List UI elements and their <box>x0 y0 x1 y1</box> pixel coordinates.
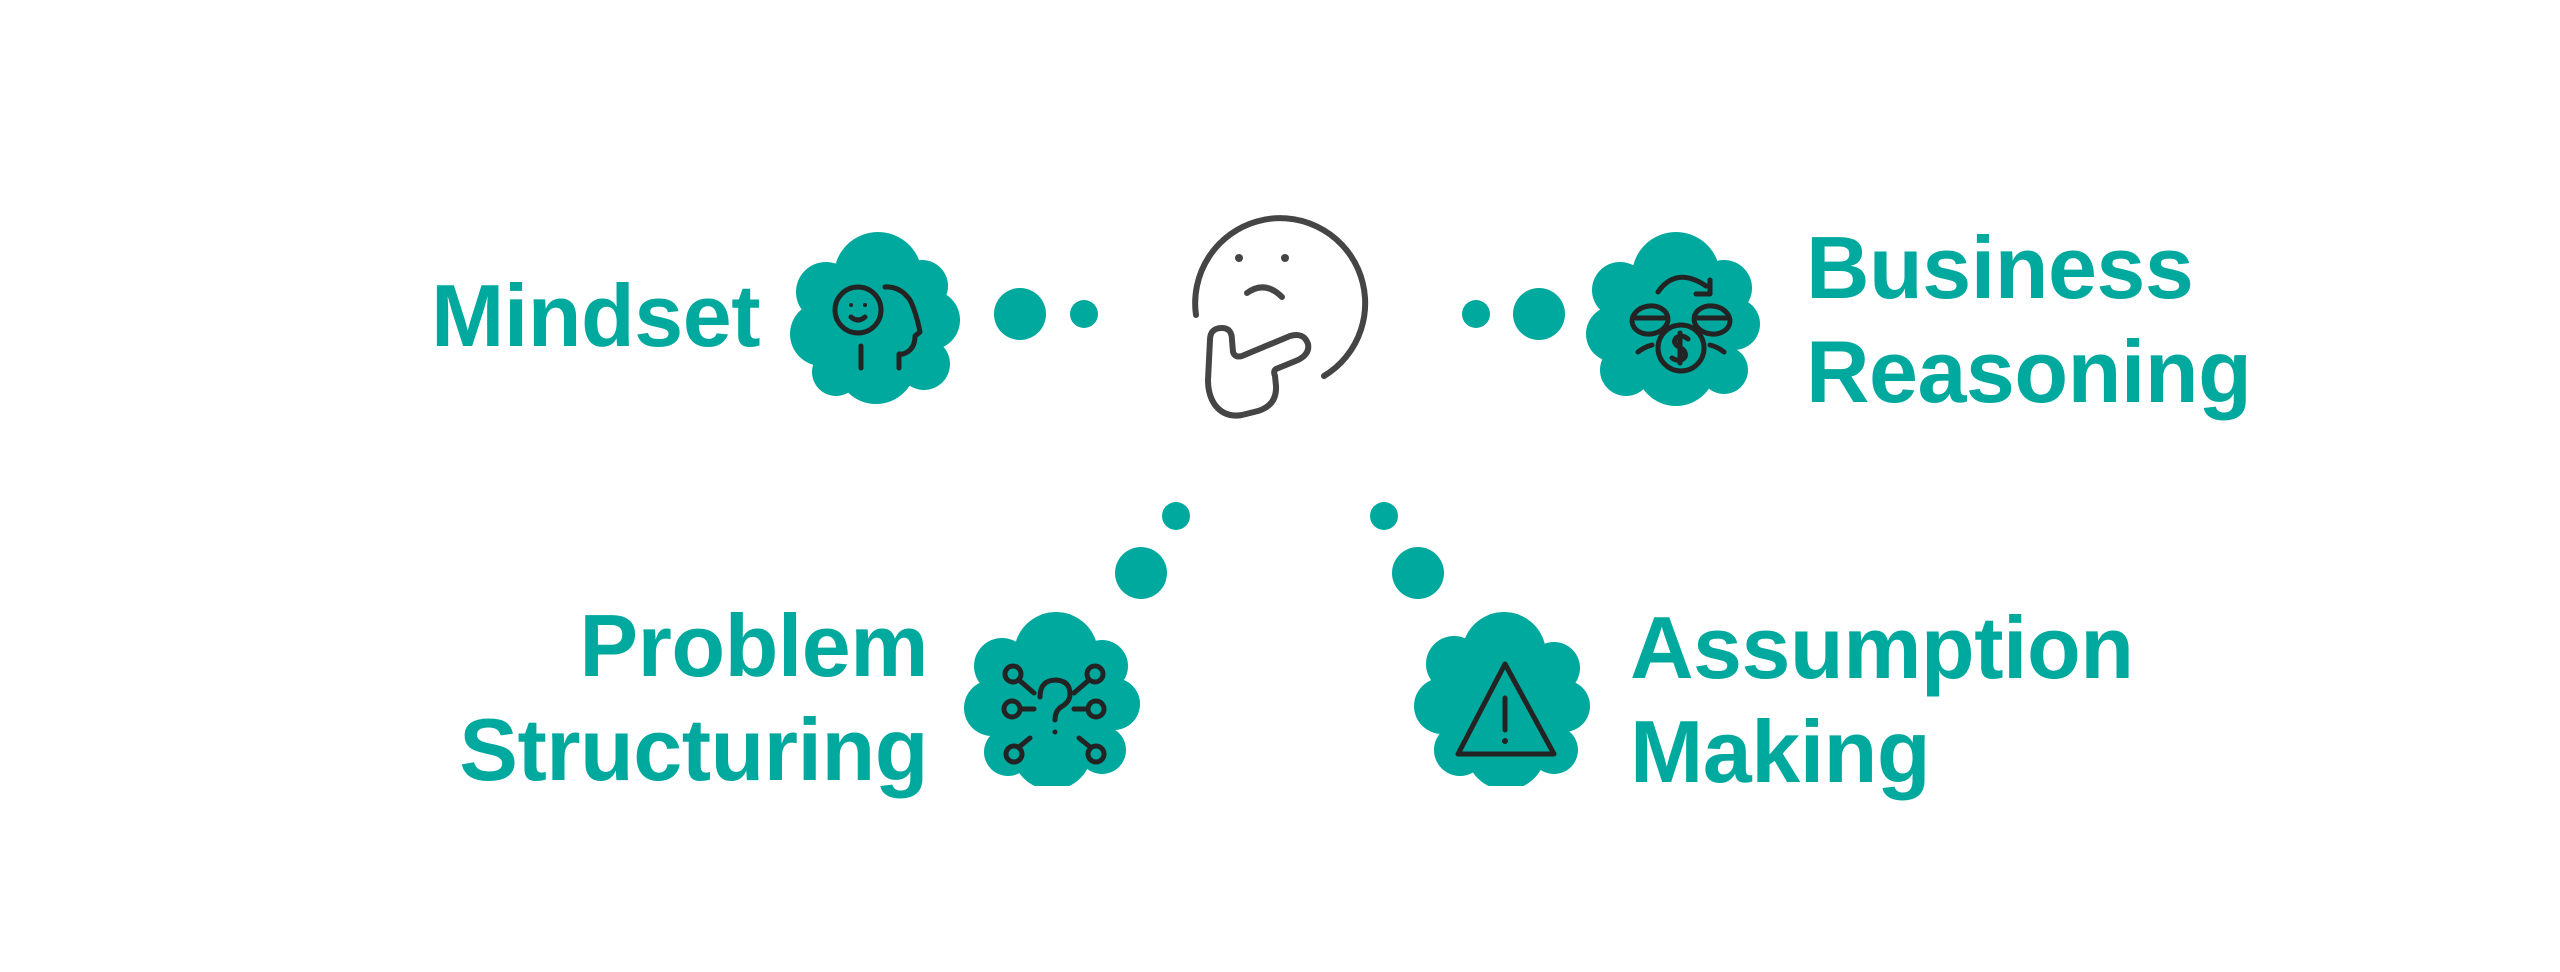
dot-assumption-small <box>1370 502 1398 530</box>
dot-business-small <box>1462 300 1490 328</box>
dot-problem-large <box>1115 547 1167 599</box>
dot-mindset-large <box>994 288 1046 340</box>
question-network-icon <box>1001 663 1107 765</box>
node-label-business-reasoning: Business Reasoning <box>1806 218 2252 421</box>
node-label-problem-structuring: Problem Structuring <box>459 596 928 799</box>
warning-triangle-icon <box>1455 661 1557 757</box>
dot-problem-small <box>1162 502 1190 530</box>
node-label-mindset: Mindset <box>431 266 760 365</box>
cloud-assumption-making <box>1414 604 1594 786</box>
cloud-mindset <box>788 224 968 406</box>
dot-mindset-small <box>1070 300 1098 328</box>
dot-business-large <box>1513 288 1565 340</box>
money-exchange-icon <box>1629 274 1733 374</box>
cloud-business-reasoning <box>1586 224 1766 406</box>
cloud-problem-structuring <box>964 604 1144 786</box>
node-label-assumption-making: Assumption Making <box>1630 598 2134 801</box>
dot-assumption-large <box>1392 547 1444 599</box>
mindset-head-smiley-icon <box>832 284 923 371</box>
thinking-face-icon <box>1180 200 1380 430</box>
